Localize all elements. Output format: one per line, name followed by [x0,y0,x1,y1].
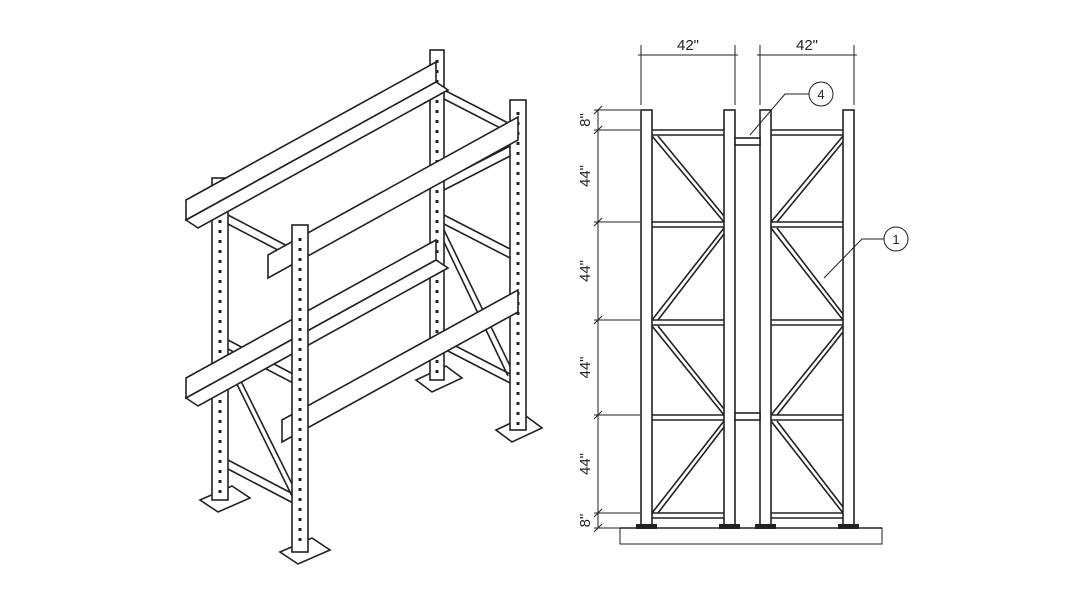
row-spacer [734,137,761,146]
diagonal-brace [770,227,844,321]
width-dim: 42" [796,37,818,54]
callout-1: 1 [823,226,909,279]
diagonal-brace [770,325,844,416]
isometric-rack-view [184,49,544,565]
width-dimensions: 42" 42" [638,37,857,105]
height-dim: 44" [577,453,594,475]
upright-post [211,177,229,501]
base-plates [636,524,859,529]
beam [184,81,450,229]
height-dim: 44" [577,356,594,378]
row-spacer [734,412,761,421]
front-elevation-view: 42" 42" 8" 44" 44" 44" 44" 8" 4 1 [577,37,909,545]
right-frame-bracing [443,89,513,385]
diagonal-brace [651,227,725,321]
diagonal-brace [651,135,725,223]
beam [184,259,450,407]
uprights [640,109,855,529]
height-dim: 44" [577,260,594,282]
callout-4: 4 [749,81,834,136]
height-dim: 8" [577,514,594,528]
height-dim: 8" [577,113,594,127]
svg-text:4: 4 [817,87,824,102]
diagonal-brace [770,420,844,514]
diagonal-brace [770,135,844,223]
frame-bracing [651,129,844,519]
beam [267,115,519,280]
svg-text:1: 1 [892,232,899,247]
diagonal-brace [651,325,725,416]
diagonal-brace [651,420,725,514]
beam [281,288,519,444]
width-dim: 42" [677,37,699,54]
height-dimensions: 8" 44" 44" 44" 44" 8" [577,105,640,533]
height-dim: 44" [577,165,594,187]
floor-slab [619,527,883,545]
